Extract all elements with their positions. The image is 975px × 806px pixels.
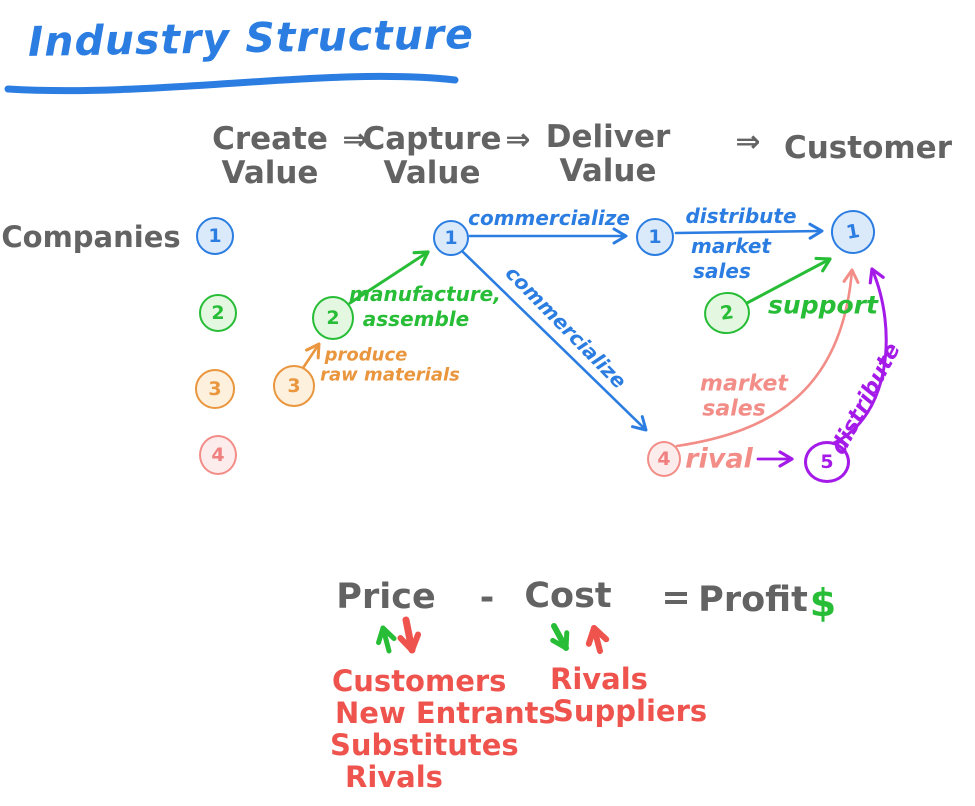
- step-line1: Deliver: [545, 118, 671, 155]
- profit-label: Profit: [698, 580, 808, 620]
- company-1-create-circle: 1: [433, 220, 469, 256]
- market-blue-label: market: [691, 234, 771, 258]
- arrow-distribute: [674, 222, 824, 240]
- price-label: Price: [336, 577, 436, 617]
- cost-label: Cost: [524, 576, 612, 616]
- step-capture-value: Capture Value: [362, 122, 501, 190]
- flow-arrow-icon: ⇒: [342, 122, 368, 158]
- distribute-label: distribute: [685, 204, 797, 228]
- equals-sign: =: [661, 578, 691, 618]
- company-1-capture-circle: 1: [636, 218, 674, 256]
- manufacture-label: manufacture,: [349, 282, 501, 306]
- minus-sign: -: [479, 578, 495, 618]
- price-driver-item: New Entrants: [335, 696, 556, 730]
- step-line1: Create: [212, 120, 328, 157]
- companies-label: Companies: [1, 220, 181, 254]
- step-line1: Capture: [362, 120, 502, 157]
- company-2-support-circle: 2: [701, 289, 753, 337]
- company-2-circle: 2: [199, 294, 237, 332]
- step-line2: Value: [221, 155, 319, 191]
- company-3-circle: 3: [195, 369, 235, 409]
- assemble-label: assemble: [362, 307, 470, 331]
- company-4-circle: 4: [199, 435, 237, 475]
- distribute-purple-label: distribute: [826, 339, 906, 459]
- step-line2: Value: [383, 155, 481, 191]
- company-4-rival-circle: 4: [647, 441, 681, 477]
- rival-label: rival: [685, 443, 753, 475]
- produce-label: produce: [324, 344, 408, 366]
- company-5-circle: 5: [804, 441, 850, 483]
- cost-down-arrow: [550, 623, 570, 651]
- support-label: support: [768, 290, 878, 320]
- cost-driver-item: Rivals: [550, 662, 648, 696]
- price-down-arrow: [397, 616, 422, 654]
- cost-up-arrow: [585, 625, 610, 654]
- page-title: Industry Structure: [27, 10, 475, 66]
- arrow-commercialize-diagonal: [461, 250, 648, 432]
- company-1-customer-circle: 1: [827, 206, 879, 258]
- company-3-create-circle: 3: [273, 365, 315, 407]
- title-underline: [4, 72, 459, 95]
- price-up-arrow: [376, 625, 397, 654]
- step-customer: Customer: [784, 131, 952, 165]
- sales-blue-label: sales: [693, 259, 751, 283]
- price-driver-item: Rivals: [345, 760, 443, 794]
- sales-pink-label: sales: [702, 396, 766, 422]
- step-create-value: Create Value: [212, 122, 328, 190]
- company-2-create-circle: 2: [312, 296, 354, 340]
- flow-arrow-icon: ⇒: [735, 124, 761, 160]
- market-pink-label: market: [700, 371, 788, 397]
- price-driver-item: Customers: [332, 664, 507, 698]
- dollar-icon: $: [809, 581, 837, 625]
- commercialize-diagonal-label: commercialize: [500, 260, 632, 394]
- cost-driver-item: Suppliers: [553, 694, 708, 728]
- raw-materials-label: raw materials: [320, 364, 460, 386]
- company-1-circle: 1: [196, 217, 234, 255]
- step-line1: Customer: [783, 129, 953, 166]
- step-deliver-value: Deliver Value: [546, 120, 671, 188]
- commercialize-top-label: commercialize: [468, 206, 630, 230]
- flow-arrow-icon: ⇒: [505, 122, 531, 158]
- step-line2: Value: [559, 153, 657, 189]
- price-driver-item: Substitutes: [330, 728, 519, 762]
